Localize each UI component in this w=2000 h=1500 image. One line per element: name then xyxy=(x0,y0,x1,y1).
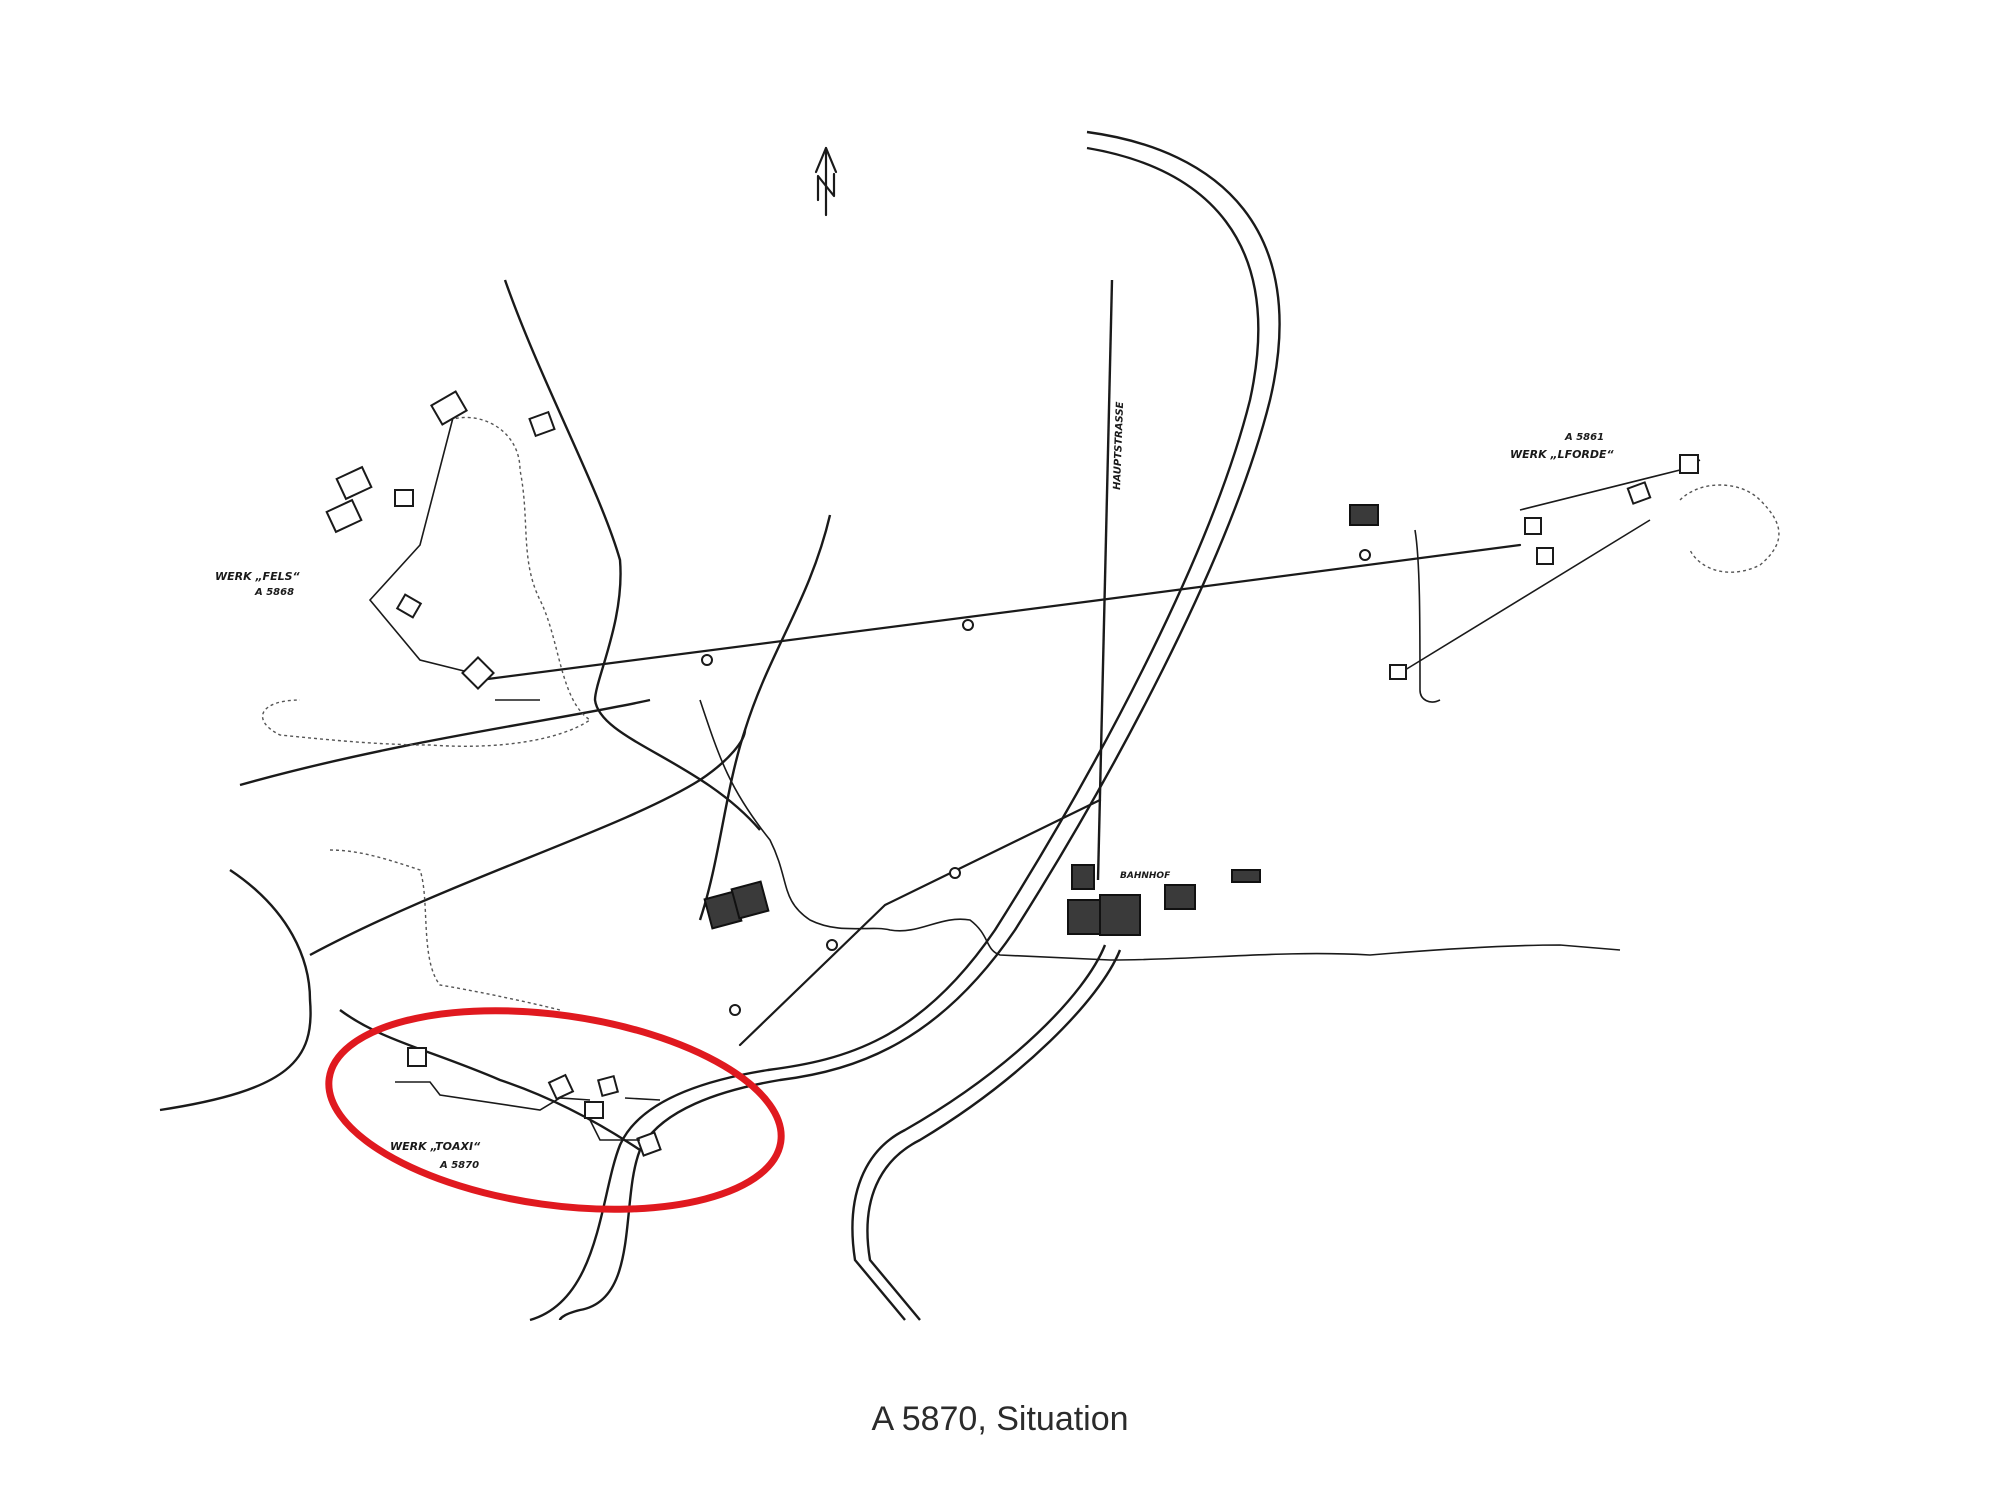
werk-lforde-cluster: WERK „LFORDE“ A 5861 xyxy=(1389,432,1780,703)
werk-toaxi-cluster: WERK „TOAXI“ A 5870 xyxy=(390,1047,662,1171)
vertical-road xyxy=(1096,279,1114,881)
werk-lforde-label: WERK „LFORDE“ xyxy=(1510,448,1615,461)
transversal-line xyxy=(478,543,1522,682)
werk-lforde-code: A 5861 xyxy=(1564,432,1604,443)
map-caption: A 5870, Situation xyxy=(871,1400,1129,1438)
vertical-road-label: HAUPTSTRASSE xyxy=(1112,401,1126,490)
west-road xyxy=(159,279,832,1151)
werk-toaxi-code: A 5870 xyxy=(439,1160,479,1171)
werk-fels-label: WERK „FELS“ xyxy=(215,570,301,583)
main-road xyxy=(529,130,1281,1322)
werk-fels-cluster: WERK „FELS“ A 5868 xyxy=(215,390,592,1011)
werk-toaxi-label: WERK „TOAXI“ xyxy=(390,1140,481,1153)
diagonal-line xyxy=(729,798,1102,1047)
stream xyxy=(699,699,1621,961)
south-road xyxy=(851,944,1122,1321)
highlight-ellipse xyxy=(325,1007,785,1213)
north-arrow-icon xyxy=(814,146,838,217)
station-label: BAHNHOF xyxy=(1120,871,1171,881)
werk-fels-code: A 5868 xyxy=(254,587,294,598)
central-buildings: BAHNHOF xyxy=(703,504,1379,936)
